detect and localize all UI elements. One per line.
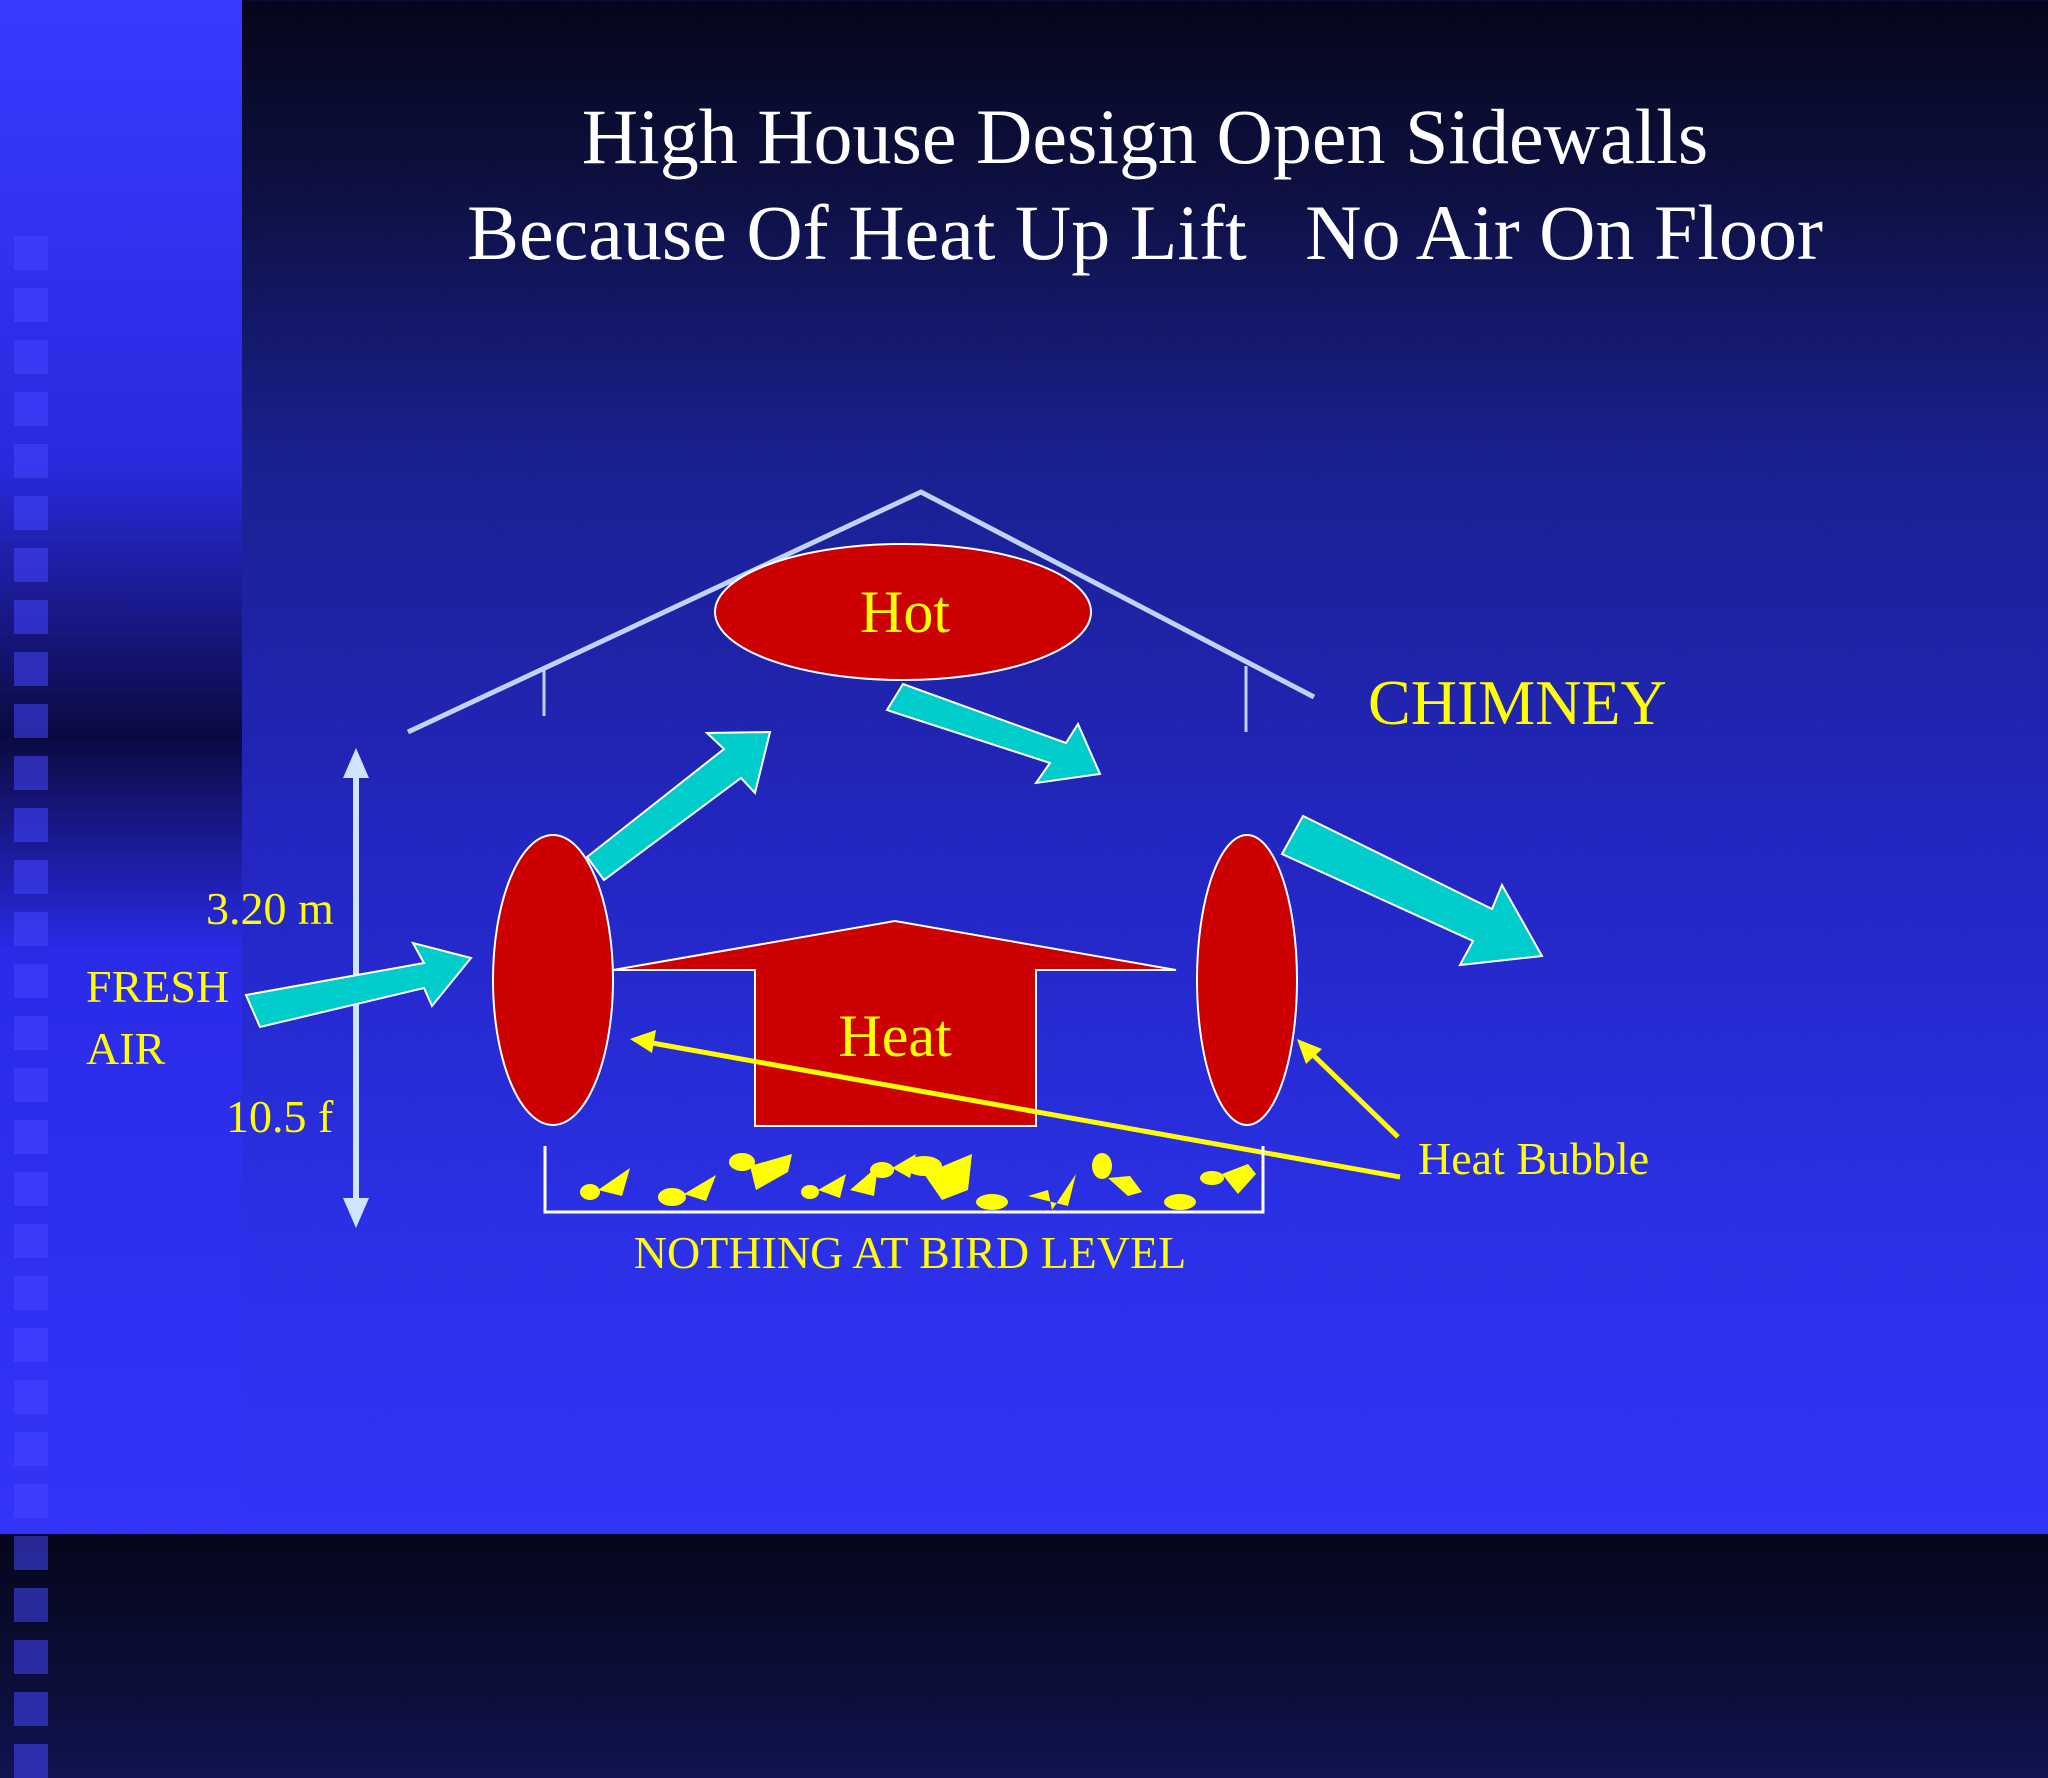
decor-square bbox=[14, 1016, 48, 1050]
decor-square bbox=[14, 340, 48, 374]
fresh-air-inflow-arrow bbox=[244, 941, 473, 1029]
heat-bubble-label: Heat Bubble bbox=[1418, 1133, 1650, 1184]
heat-bubble-pointer-right bbox=[1297, 1039, 1400, 1139]
decor-square bbox=[14, 1484, 48, 1518]
decor-square bbox=[14, 496, 48, 530]
decor-square bbox=[14, 1068, 48, 1102]
decor-square bbox=[14, 912, 48, 946]
heat-bubble-pointer-left bbox=[630, 1030, 1401, 1180]
decor-square bbox=[14, 1640, 48, 1674]
fresh-air-label-line2: AIR bbox=[86, 1023, 166, 1074]
bird-group bbox=[580, 1153, 1256, 1210]
bird bbox=[1028, 1174, 1076, 1210]
bird bbox=[1164, 1194, 1196, 1210]
decor-square bbox=[14, 236, 48, 270]
house-airflow-diagram bbox=[244, 489, 1544, 1228]
height-imperial-label: 10.5 f bbox=[226, 1091, 334, 1142]
floor-label: NOTHING AT BIRD LEVEL bbox=[633, 1227, 1187, 1278]
height-metric-label: 3.20 m bbox=[206, 883, 334, 934]
decor-square bbox=[14, 600, 48, 634]
updraft-arrow bbox=[585, 730, 772, 882]
bird bbox=[580, 1168, 630, 1200]
decor-square bbox=[14, 548, 48, 582]
heat-house-shape bbox=[612, 919, 1177, 1127]
decor-square bbox=[14, 964, 48, 998]
title-line-1: High House Design Open Sidewalls bbox=[581, 93, 1709, 180]
bird bbox=[976, 1194, 1008, 1210]
left-heat-bubble bbox=[492, 834, 614, 1126]
title-line-2: Because Of Heat Up Lift No Air On Floor bbox=[466, 189, 1824, 276]
decor-square bbox=[14, 1120, 48, 1154]
bird bbox=[801, 1174, 846, 1199]
roof-outline bbox=[406, 489, 1316, 735]
chimney-label: CHIMNEY bbox=[1368, 667, 1667, 738]
decor-square bbox=[14, 704, 48, 738]
decor-square bbox=[14, 1328, 48, 1362]
bird bbox=[1200, 1164, 1256, 1194]
hot-air-ellipse bbox=[714, 543, 1092, 681]
decor-square bbox=[14, 1692, 48, 1726]
decor-square bbox=[14, 1172, 48, 1206]
chimney-exhaust-arrow bbox=[1280, 814, 1544, 967]
decor-square bbox=[14, 1380, 48, 1414]
decor-square bbox=[14, 756, 48, 790]
floor-bracket bbox=[543, 1146, 1265, 1214]
decor-square bbox=[14, 1744, 48, 1778]
bird bbox=[1092, 1153, 1142, 1196]
bird bbox=[850, 1166, 878, 1196]
heat-label: Heat bbox=[838, 1003, 952, 1069]
bird bbox=[906, 1154, 972, 1200]
left-decor-band bbox=[0, 0, 242, 1778]
decor-square bbox=[14, 652, 48, 686]
decor-square bbox=[14, 392, 48, 426]
decor-square bbox=[14, 1536, 48, 1570]
decor-square bbox=[14, 1588, 48, 1622]
decor-square bbox=[14, 1432, 48, 1466]
decor-square bbox=[14, 444, 48, 478]
bird bbox=[658, 1175, 716, 1206]
decor-square bbox=[14, 808, 48, 842]
decor-square bbox=[14, 1224, 48, 1258]
decor-square bbox=[14, 860, 48, 894]
hot-label: Hot bbox=[860, 579, 950, 645]
bird bbox=[729, 1153, 792, 1190]
right-heat-bubble bbox=[1196, 834, 1298, 1126]
ridge-outflow-arrow bbox=[885, 682, 1102, 785]
fresh-air-label-line1: FRESH bbox=[86, 961, 230, 1012]
decor-square bbox=[14, 288, 48, 322]
decor-square bbox=[14, 1276, 48, 1310]
